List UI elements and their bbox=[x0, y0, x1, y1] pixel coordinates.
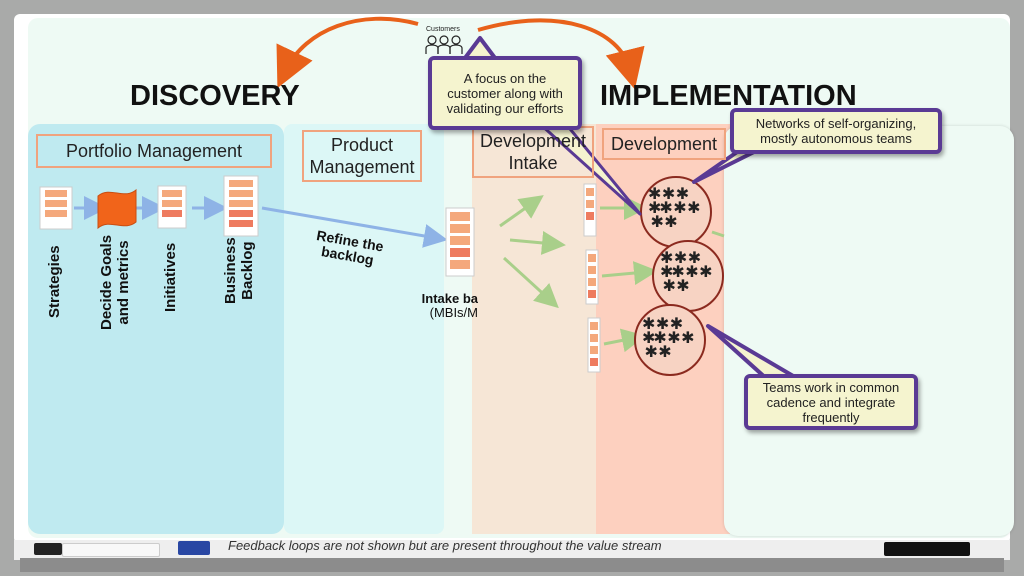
footer-note: Feedback loops are not shown but are pre… bbox=[228, 538, 662, 553]
team-backlog-3 bbox=[587, 317, 601, 373]
feedback-arrow-implementation bbox=[477, 18, 645, 90]
development-intake-label: Development Intake bbox=[472, 126, 594, 178]
team-arrow-3 bbox=[603, 328, 646, 353]
intake-backlog-doc bbox=[445, 207, 475, 277]
development-intake-line2: Intake bbox=[508, 153, 558, 173]
stage-goals-line2: and metrics bbox=[115, 240, 132, 325]
strategies-doc bbox=[39, 186, 73, 230]
blue-marker bbox=[178, 541, 210, 555]
intake-backlog-label: Intake ba (MBIs/M bbox=[414, 292, 478, 320]
stage-backlog-line1: Business bbox=[222, 237, 239, 304]
discovery-heading: DISCOVERY bbox=[130, 80, 300, 112]
stage-goals: Decide Goals and metrics bbox=[98, 235, 132, 330]
team-backlog-1 bbox=[583, 183, 597, 237]
feedback-arrow-discovery bbox=[276, 16, 419, 89]
stage-initiatives: Initiatives bbox=[162, 242, 179, 312]
development-text: Development bbox=[610, 134, 718, 154]
development-label: Development bbox=[602, 128, 726, 160]
team-arrow-out-1 bbox=[711, 230, 725, 238]
team-members-1: ✱ ✱ ✱✱✱ ✱ ✱ ✱ ✱ bbox=[648, 186, 700, 231]
portfolio-management-label: Portfolio Management bbox=[36, 134, 272, 168]
development-intake-line1: Development bbox=[479, 131, 587, 151]
intake-line1: Intake ba bbox=[421, 292, 478, 306]
white-marker bbox=[62, 543, 160, 557]
intake-arrow-down bbox=[502, 256, 559, 309]
stage-business-backlog: Business Backlog bbox=[222, 237, 256, 304]
stage-strategies: Strategies bbox=[46, 245, 63, 318]
marker-tray bbox=[14, 540, 1010, 560]
team-backlog-2 bbox=[585, 249, 599, 305]
callout-pointer-cadence bbox=[706, 324, 802, 382]
implementation-extra-area bbox=[724, 126, 1014, 536]
intake-arrow-up bbox=[499, 195, 544, 228]
customers-label: Customers bbox=[426, 26, 460, 33]
team-members-2: ✱ ✱ ✱✱✱ ✱ ✱ ✱ ✱ bbox=[660, 250, 712, 295]
product-area bbox=[284, 124, 444, 534]
goals-flag bbox=[97, 188, 137, 230]
product-management-line2: Management bbox=[309, 157, 415, 177]
networks-callout: Networks of self-organizing, mostly auto… bbox=[730, 108, 942, 154]
tray-shadow bbox=[20, 558, 1004, 572]
implementation-heading: IMPLEMENTATION bbox=[600, 80, 857, 112]
black-marker bbox=[34, 543, 62, 555]
team-members-3: ✱ ✱ ✱✱✱ ✱ ✱ ✱ ✱ bbox=[642, 316, 694, 361]
callout-pointer-networks bbox=[692, 148, 759, 184]
intake-arrow-mid bbox=[509, 230, 566, 255]
customers-icon bbox=[425, 35, 463, 54]
refine-arrow bbox=[261, 206, 448, 248]
customer-focus-callout: A focus on the customer along with valid… bbox=[428, 56, 582, 130]
intake-line2: (MBIs/M bbox=[429, 305, 478, 320]
product-management-label: Product Management bbox=[302, 130, 422, 182]
callout-pointer-customer-tail bbox=[538, 122, 642, 216]
team-arrow-2 bbox=[601, 261, 658, 286]
stage-backlog-line2: Backlog bbox=[239, 241, 256, 300]
intake-area bbox=[472, 124, 596, 534]
cadence-callout: Teams work in common cadence and integra… bbox=[744, 374, 918, 430]
portfolio-management-text: Portfolio Management bbox=[65, 141, 243, 161]
business-backlog-doc bbox=[223, 175, 259, 237]
product-management-line1: Product bbox=[330, 135, 394, 155]
stage-goals-line1: Decide Goals bbox=[98, 234, 115, 330]
team-circle-3 bbox=[634, 304, 706, 376]
initiatives-doc bbox=[157, 185, 187, 229]
eraser bbox=[884, 542, 970, 556]
